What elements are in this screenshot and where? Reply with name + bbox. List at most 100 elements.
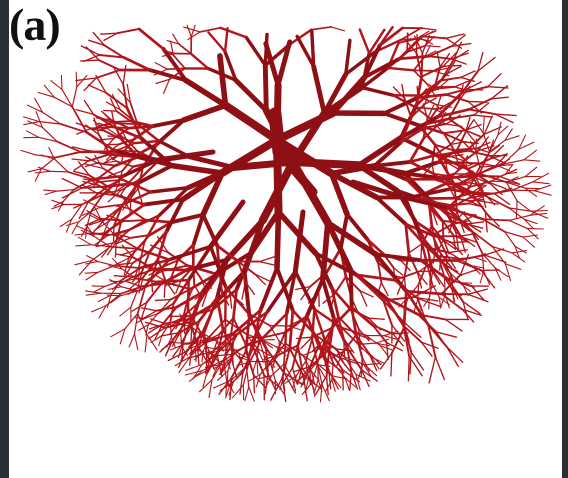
vessel-segment [81, 152, 116, 153]
vessel-segment [417, 86, 418, 99]
vessel-segment [270, 326, 279, 341]
vessel-segment [194, 215, 204, 245]
vessel-segment [505, 264, 510, 281]
vessel-segment [290, 311, 293, 349]
vessel-segment [124, 57, 150, 70]
vessel-segment [452, 242, 468, 243]
vessel-segment [425, 46, 440, 47]
vessel-segment [314, 67, 325, 114]
vessel-segment [170, 322, 171, 337]
vessel-segment [531, 211, 548, 212]
vessel-segment [414, 70, 434, 71]
vessel-segment [525, 167, 537, 176]
vessel-segment [491, 181, 507, 182]
vessel-segment [445, 295, 449, 308]
vessel-segment [77, 76, 87, 87]
vessel-segment [452, 243, 463, 255]
vessel-segment [186, 80, 226, 105]
vessel-segment [270, 326, 288, 327]
vessel-segment [422, 53, 423, 77]
vessel-segment [76, 245, 91, 246]
vessel-segment [285, 314, 286, 344]
vessel-segment [206, 355, 207, 372]
vessel-segment [525, 188, 536, 196]
vessel-segment [394, 272, 419, 281]
vessel-segment [283, 364, 284, 379]
vessel-segment [483, 219, 509, 220]
vessel-segment [187, 25, 191, 36]
vessel-segment [115, 242, 116, 257]
vessel-segment [124, 220, 146, 221]
vessel-segment [369, 318, 385, 319]
vessel-segment [184, 27, 200, 32]
vessel-segment [196, 348, 197, 361]
vessel-segment [333, 77, 365, 113]
vessel-segment [167, 68, 185, 69]
vessel-segment [437, 52, 440, 67]
vessel-segment [233, 350, 234, 365]
vessel-segment [381, 353, 392, 369]
vessel-segment [120, 307, 131, 316]
vessel-segment [494, 194, 509, 205]
vessel-segment [524, 160, 540, 161]
vessel-segment [225, 28, 228, 51]
vessel-segment [55, 159, 68, 172]
vessel-segment [365, 364, 382, 365]
vessel-segment [172, 166, 222, 173]
vessel-segment [362, 88, 393, 96]
vessel-segment [24, 117, 40, 122]
vessel-segment [399, 56, 429, 59]
vessel-segment [131, 291, 137, 307]
vessel-segment [233, 290, 236, 319]
vessel-segment [245, 387, 249, 401]
vessel-segment [86, 293, 101, 295]
vessel-segment [135, 141, 159, 143]
vessel-segment [418, 284, 419, 299]
vessel-segment [255, 274, 270, 281]
vessel-segment [524, 150, 537, 160]
vessel-segment [391, 353, 392, 376]
vessel-segment [512, 190, 534, 191]
vessel-branches [21, 25, 551, 402]
vascular-tree-render [9, 0, 562, 478]
vessel-segment [184, 105, 226, 120]
vessel-segment [78, 237, 91, 245]
vessel-segment [57, 190, 74, 191]
panel-label: (a) [9, 2, 60, 48]
vessel-segment [220, 56, 226, 106]
vessel-segment [51, 81, 62, 90]
vessel-segment [435, 357, 444, 380]
vessel-segment [28, 169, 41, 172]
vessel-segment [72, 87, 77, 107]
vessel-segment [534, 191, 551, 196]
vessel-segment [115, 123, 138, 124]
vessel-segment [410, 352, 411, 374]
vessel-segment [406, 198, 420, 234]
vessel-segment [484, 271, 490, 284]
vessel-segment [409, 253, 418, 272]
vessel-segment [226, 380, 227, 396]
vessel-segment [488, 74, 501, 87]
vessel-segment [265, 65, 266, 110]
vessel-segment [189, 157, 233, 168]
vessel-segment [277, 140, 279, 212]
vessel-segment [295, 272, 314, 310]
vessel-segment [505, 264, 520, 270]
vessel-segment [483, 116, 484, 133]
vessel-segment [527, 228, 538, 238]
vessel-segment [476, 139, 477, 151]
vessel-segment [76, 72, 77, 87]
vessel-segment [311, 27, 331, 30]
vessel-segment [135, 334, 138, 350]
vessel-segment [293, 162, 359, 165]
vessel-segment [457, 148, 476, 149]
vessel-segment [417, 35, 418, 54]
vessel-segment [145, 335, 147, 352]
vessel-segment [523, 237, 535, 247]
vessel-segment [114, 276, 132, 277]
vessel-segment [331, 27, 345, 31]
vessel-segment [64, 190, 74, 202]
vessel-segment [99, 60, 120, 70]
vessel-segment [260, 262, 275, 265]
vessel-segment [211, 202, 243, 247]
